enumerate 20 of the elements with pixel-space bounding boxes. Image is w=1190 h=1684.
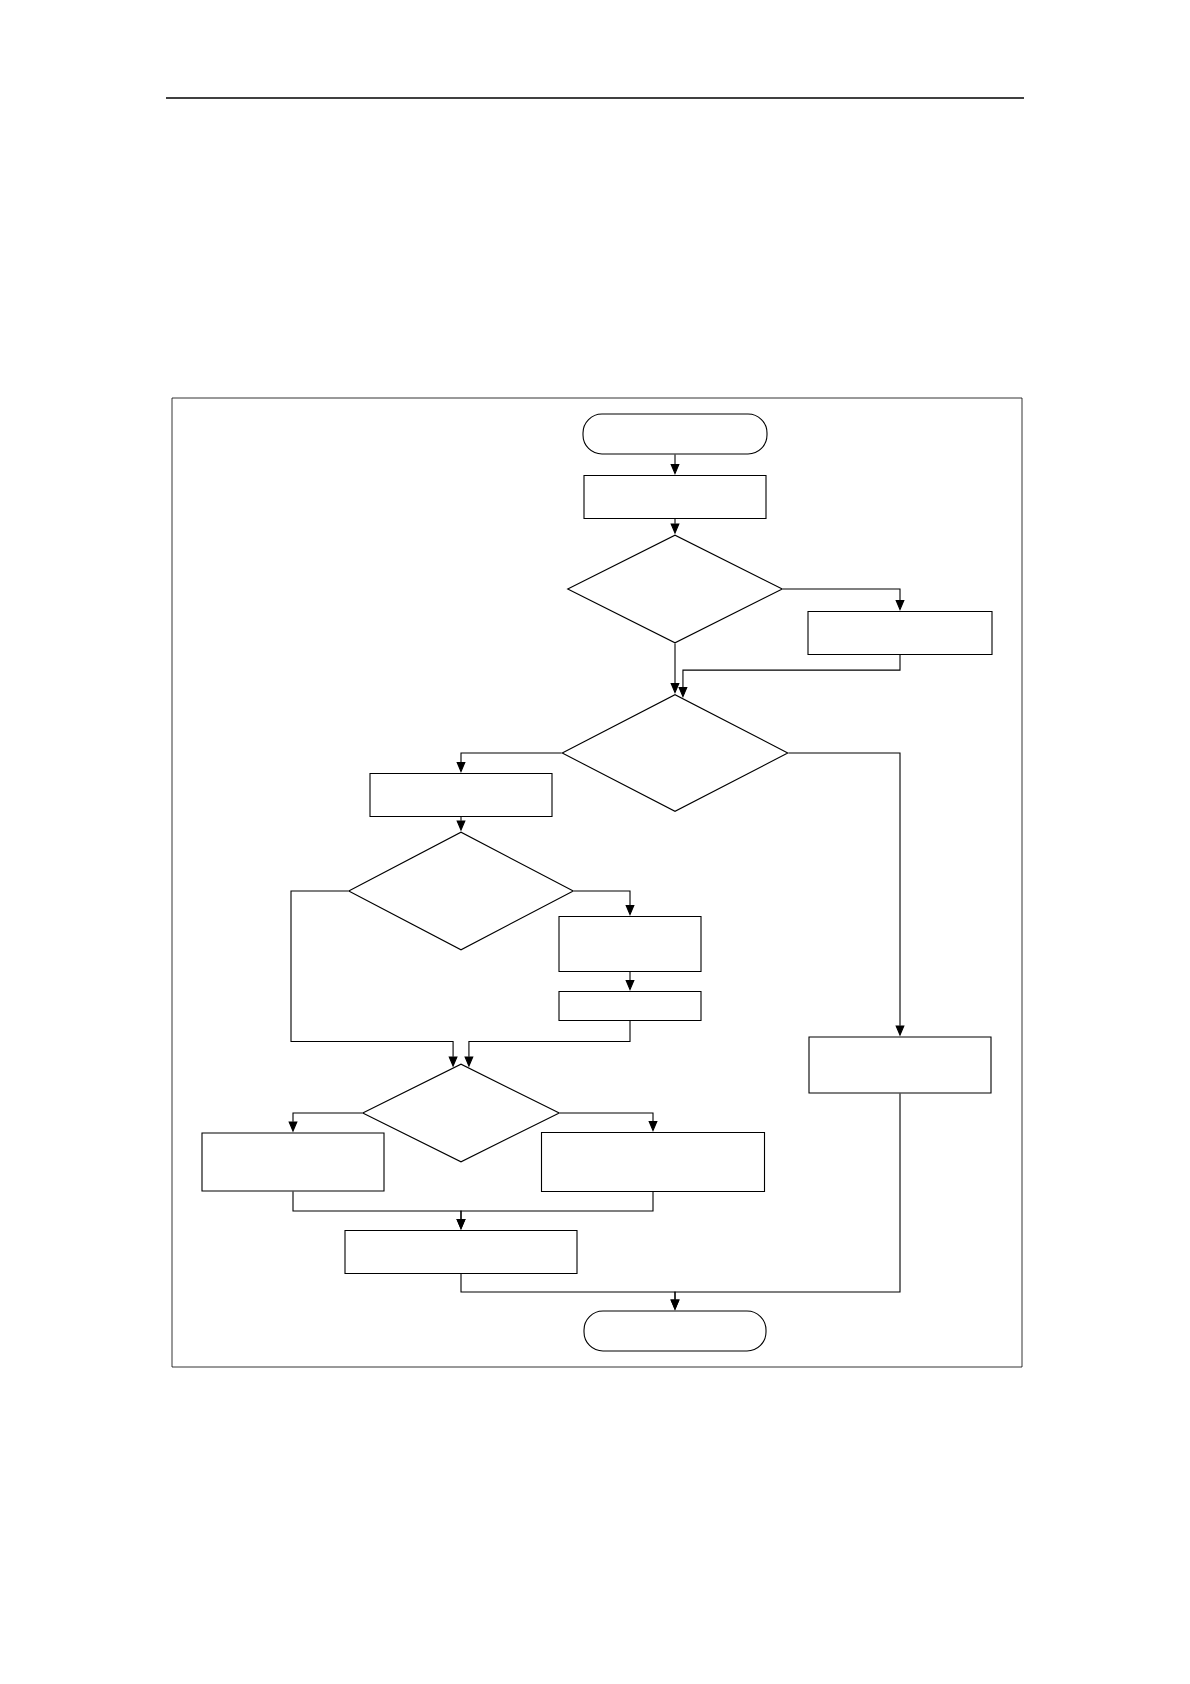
decision-diamond	[561, 694, 789, 812]
arrow	[559, 1112, 658, 1132]
process-box	[558, 990, 702, 1022]
terminal-box	[582, 413, 768, 455]
arrow	[670, 643, 680, 694]
process-box	[583, 474, 767, 520]
process-box	[807, 610, 993, 656]
arrow	[456, 752, 562, 773]
process-box	[344, 1229, 578, 1275]
arrow	[456, 1191, 654, 1230]
terminal-box	[583, 1310, 767, 1352]
process-box	[558, 915, 702, 973]
process-box	[369, 772, 553, 818]
arrow	[625, 971, 635, 991]
arrow	[573, 890, 635, 916]
process-box	[540, 1131, 766, 1193]
process-box	[201, 1132, 385, 1192]
arrow	[782, 588, 905, 611]
process-box	[808, 1036, 992, 1094]
arrow	[670, 454, 680, 475]
